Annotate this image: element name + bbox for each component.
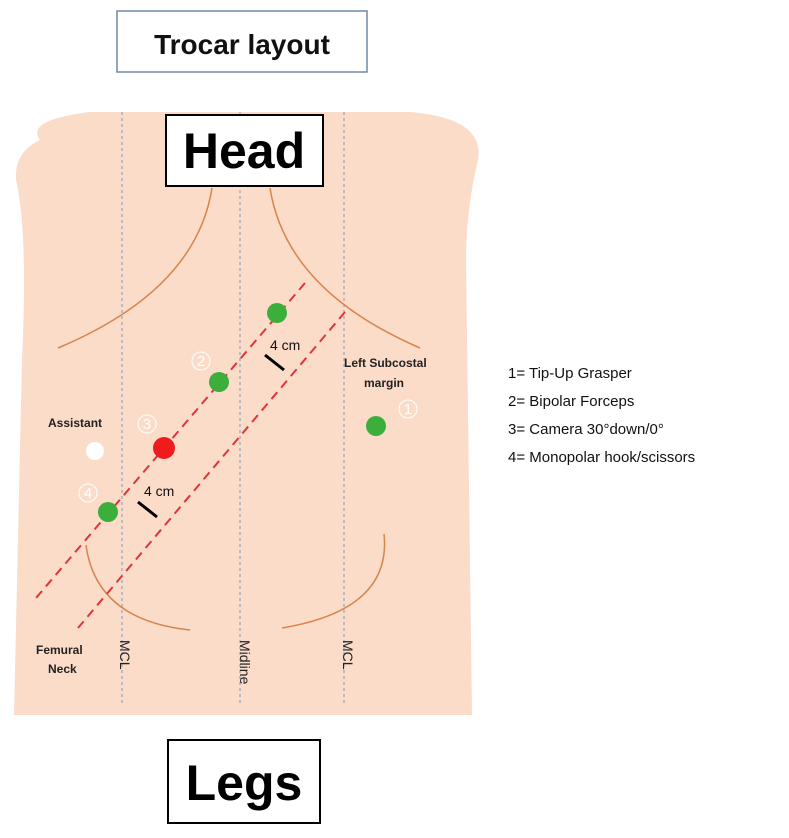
left-costal-margin-curve [269, 187, 421, 349]
port-number-3: 3 [143, 416, 151, 433]
head-box [165, 114, 324, 187]
assistant-port [86, 442, 104, 460]
mcl-left-label: MCL [117, 640, 133, 670]
legend-item-2: 2= Bipolar Forceps [508, 393, 634, 410]
port-3-camera [153, 437, 175, 459]
port-4-monopolar [98, 502, 118, 522]
assistant-label: Assistant [48, 416, 102, 430]
port-number-2: 2 [197, 353, 205, 370]
port-2-bipolar-forceps [209, 372, 229, 392]
port-number-1: 1 [404, 401, 412, 418]
legend-item-1: 1= Tip-Up Grasper [508, 365, 632, 382]
diagram-title: Trocar layout [154, 29, 330, 60]
legs-box [167, 739, 321, 824]
distance-label-upper: 4 cm [270, 337, 300, 353]
left-subcostal-label-line1: Left Subcostal [344, 356, 427, 370]
distance-marker-lower [137, 500, 158, 519]
port-number-2-ring [191, 351, 211, 371]
trocar-line-upper [35, 282, 306, 599]
torso-silhouette [14, 112, 479, 715]
femural-label-line2: Neck [48, 662, 77, 676]
port-number-4-ring [78, 483, 98, 503]
head-label: Head [183, 123, 305, 179]
mcl-right-label: MCL [340, 640, 356, 670]
legs-label: Legs [186, 755, 303, 811]
port-extra [267, 303, 287, 323]
right-pelvic-curve [85, 544, 191, 631]
port-number-1-ring [398, 399, 418, 419]
trocar-line-lower [77, 311, 346, 629]
left-subcostal-label-line2: margin [364, 376, 404, 390]
distance-label-lower: 4 cm [144, 483, 174, 499]
midline-label: Midline [237, 640, 253, 685]
port-number-3-ring [137, 414, 157, 434]
legend-item-3: 3= Camera 30°down/0° [508, 421, 664, 438]
right-costal-margin-curve [57, 187, 213, 349]
legend-item-4: 4= Monopolar hook/scissors [508, 449, 695, 466]
left-pelvic-curve [281, 533, 386, 629]
distance-marker-upper [264, 353, 285, 372]
title-box [116, 10, 368, 73]
port-1-tip-up-grasper [366, 416, 386, 436]
port-number-4: 4 [84, 485, 92, 502]
femural-label-line1: Femural [36, 643, 83, 657]
